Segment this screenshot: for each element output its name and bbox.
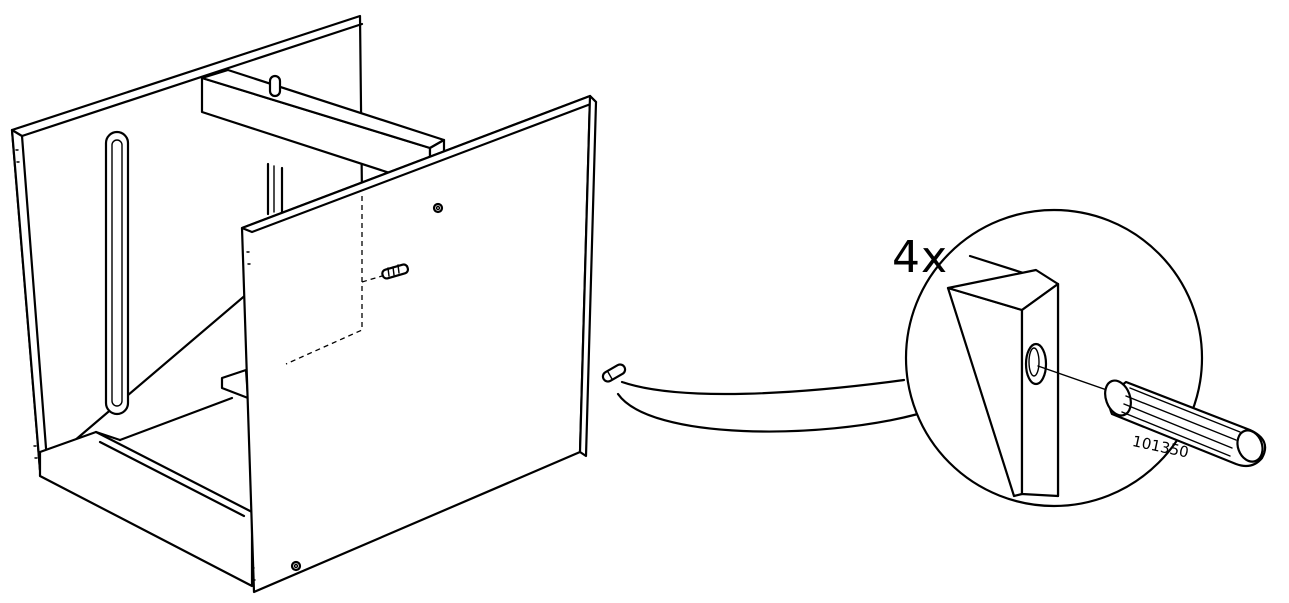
wooden-dowel-icon xyxy=(1104,379,1267,468)
right-side-panel xyxy=(240,94,598,594)
top-rail xyxy=(200,68,446,216)
magnified-detail-icon xyxy=(904,208,1267,508)
bottom-board xyxy=(38,368,254,588)
quantity-label: 4x xyxy=(892,232,949,283)
wooden-dowel-icon xyxy=(601,363,627,383)
wooden-dowel-icon xyxy=(381,263,410,280)
cabinet-frame-icon xyxy=(10,14,598,594)
